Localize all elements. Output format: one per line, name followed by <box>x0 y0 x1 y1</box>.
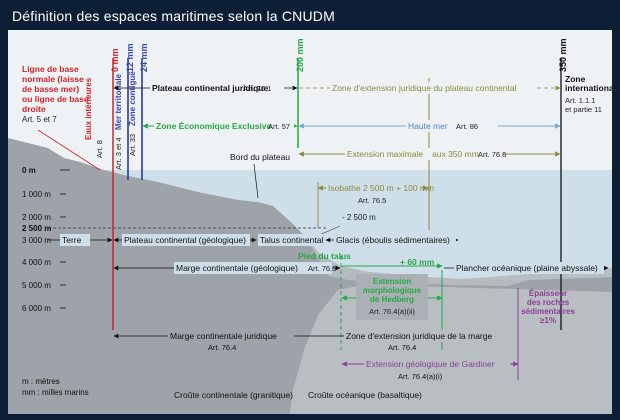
hedberg-label-1: Extension <box>373 277 411 286</box>
zone-ext-marge-art: Art. 76.4 <box>388 343 416 352</box>
bord-plateau-pointer <box>253 163 259 199</box>
zone-ext-marge-label: Zone d'extension juridique de la marge <box>346 331 492 341</box>
depth-label: 5 000 m <box>22 281 51 290</box>
pied-talus-label: Pied du talus <box>298 251 351 261</box>
depth-label: 4 000 m <box>22 258 51 267</box>
isobathe-art: Art. 76.5 <box>358 196 386 205</box>
bord-plateau-label: Bord du plateau <box>230 152 290 162</box>
marge-juridique-label: Marge continentale juridique <box>170 331 277 341</box>
extension-maximale-art: Art. 76.6 <box>478 150 506 159</box>
svg-text:Art. 5 et 7: Art. 5 et 7 <box>22 115 57 124</box>
hedberg-label-2: morphologique <box>363 286 422 295</box>
depth-label: 0 m <box>22 166 36 175</box>
plateau-geo-label: Plateau continental (géologique) <box>124 235 246 245</box>
depth-label: 2 000 m <box>22 213 51 222</box>
hedberg-art: Art. 76.4(a)(ii) <box>369 307 415 316</box>
0mm-label: 0 mm <box>110 48 120 72</box>
minus2500-label: - 2 500 m <box>342 213 376 222</box>
legend-m: m : mètres <box>22 377 60 386</box>
gardiner-label: Extension géologique de Gardiner <box>366 359 495 369</box>
zone-internationale-label-2: internationale <box>565 83 612 93</box>
depth-label: 6 000 m <box>22 304 51 313</box>
extension-maximale-label-2: aux 350 mm <box>432 149 479 159</box>
zone-contigue-label: Zone contiguë <box>128 71 137 126</box>
art3-4-label: Art. 3 et 4 <box>114 137 123 170</box>
diagram-panel: 0 m 1 000 m 2 000 m 2 500 m 3 000 m 4 00… <box>8 30 612 414</box>
plateau-juridique-label: Plateau continental juridique <box>152 83 268 93</box>
marge-geo-art: Art. 76.3 <box>308 264 336 273</box>
plateau-juridique-art: Art. 76.1 <box>243 84 271 93</box>
depth-axis: 0 m 1 000 m 2 000 m 2 500 m 3 000 m 4 00… <box>22 166 70 313</box>
legend-mm: mm : milles marins <box>22 388 89 397</box>
art33-label: Art. 33 <box>128 134 137 156</box>
epaisseur-label-1: Épaisseur <box>529 289 567 298</box>
extension-plateau-label: Zone d'extension juridique du plateau co… <box>332 83 517 93</box>
svg-text:ou ligne de base: ou ligne de base <box>22 94 89 104</box>
200mm-label: 200 mm <box>295 38 305 72</box>
mer-territoriale-label: Mer territoriale <box>114 73 123 130</box>
epaisseur-label-2: des roches <box>527 298 570 307</box>
depth-label: 1 000 m <box>22 190 51 199</box>
baseline-label: Ligne de base normale (laisse de basse m… <box>22 64 101 171</box>
isobathe-label: Isobathe 2 500 m + 100 mm <box>328 183 434 193</box>
24mm-label: 24 mm <box>139 43 149 72</box>
gardiner-art: Art. 76.4(a)(i) <box>398 372 443 381</box>
terre-label: Terre <box>62 235 82 245</box>
zone-internationale-label-1: Zone <box>565 74 586 84</box>
epaisseur-label-4: ≥1% <box>540 316 556 325</box>
glacis-label: Glacis (éboulis sédimentaires) <box>336 235 450 245</box>
350mm-label: 350 mm <box>558 38 568 72</box>
plancher-label: Plancher océanique (plaine abyssale) <box>456 263 598 273</box>
plus60-label: + 60 mm <box>400 257 435 267</box>
eaux-interieures-label: Eaux intérieures <box>84 77 93 140</box>
extension-maximale-label: Extension maximale <box>347 149 423 159</box>
figure-title: Définition des espaces maritimes selon l… <box>12 8 335 24</box>
zone-internationale-art2: et partie 11 <box>565 105 602 114</box>
marge-juridique-art: Art. 76.4 <box>208 343 236 352</box>
continental-crust <box>8 138 612 414</box>
marge-geo-label: Marge continentale (géologique) <box>176 263 298 273</box>
zee-art: Art. 57 <box>268 122 290 131</box>
svg-text:de basse mer): de basse mer) <box>22 84 79 94</box>
art8-label: Art. 8 <box>95 140 104 158</box>
talus-label: Talus continental <box>260 235 323 245</box>
svg-text:Ligne de base: Ligne de base <box>22 64 79 74</box>
12mm-label: 12 mm <box>125 43 135 72</box>
depth-label: 2 500 m <box>22 224 51 233</box>
zone-internationale-art1: Art. 1.1.1 <box>565 96 595 105</box>
maritime-zones-diagram: 0 m 1 000 m 2 000 m 2 500 m 3 000 m 4 00… <box>8 38 612 414</box>
haute-mer-art: Art. 86 <box>456 122 478 131</box>
zee-label: Zone Économique Exclusive <box>156 121 272 131</box>
croute-continentale-label: Croûte continentale (granitique) <box>174 390 293 400</box>
svg-text:normale (laisse: normale (laisse <box>22 74 84 84</box>
haute-mer-label: Haute mer <box>408 121 448 131</box>
hedberg-label-3: de Hedberg <box>370 295 414 304</box>
croute-oceanique-label: Croûte océanique (basaltique) <box>308 390 422 400</box>
depth-label: 3 000 m <box>22 236 51 245</box>
svg-text:droite: droite <box>22 104 46 114</box>
epaisseur-label-3: sédimentaires <box>521 307 575 316</box>
